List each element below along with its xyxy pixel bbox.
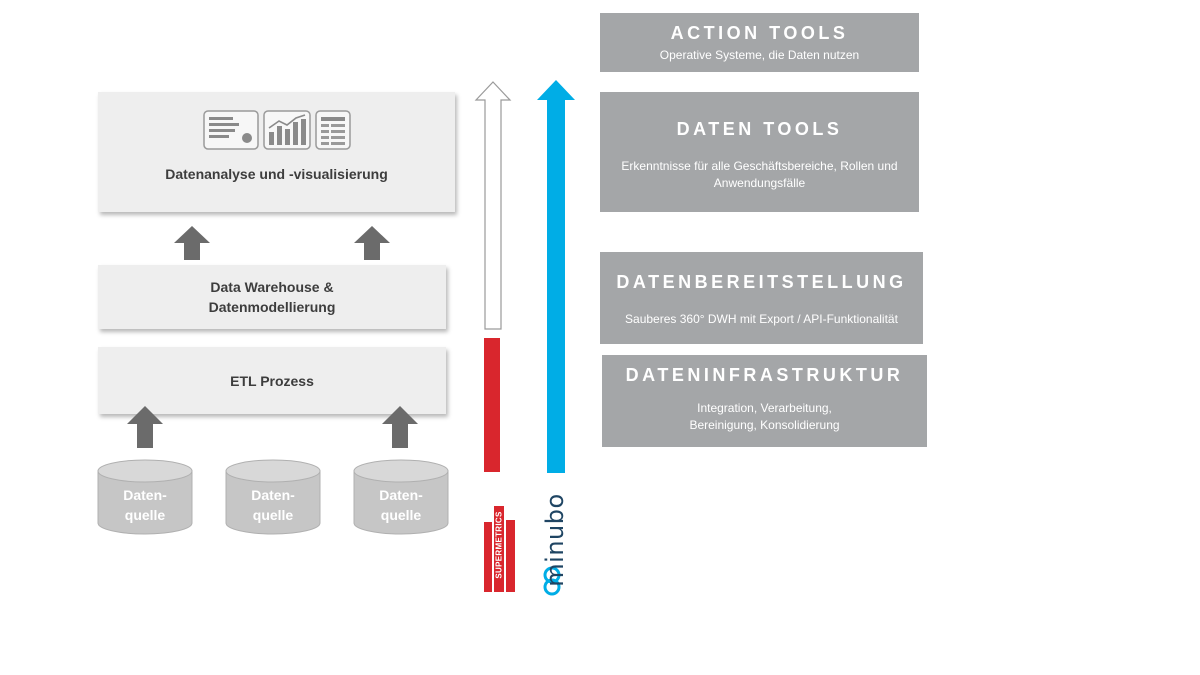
- analysis-icons: [202, 110, 351, 150]
- database-icon: [97, 459, 193, 535]
- outline-up-arrow: [474, 81, 512, 330]
- data-source-cylinder: Daten- quelle: [97, 459, 193, 535]
- data-warehouse-box: Data Warehouse & Datenmodellierung: [98, 265, 446, 329]
- up-arrow-icon: [354, 226, 390, 260]
- datenbereitstellung-subtitle: Sauberes 360° DWH mit Export / API-Funkt…: [625, 312, 898, 326]
- up-arrow-icon: [382, 406, 418, 448]
- data-source-cylinder: Daten- quelle: [225, 459, 321, 535]
- action-tools-title: ACTION TOOLS: [670, 23, 849, 43]
- bar-chart-icon: [262, 110, 311, 150]
- up-arrow-icon: [174, 226, 210, 260]
- supermetrics-logo-icon: [484, 506, 515, 592]
- etl-title: ETL Prozess: [230, 372, 314, 389]
- daten-tools-box: DATEN TOOLS Erkenntnisse für alle Geschä…: [600, 92, 919, 212]
- dwh-title-line1: Data Warehouse &: [210, 279, 334, 295]
- minubo-logo-icon: [543, 566, 561, 596]
- analysis-title: Datenanalyse und -visualisierung: [165, 166, 388, 182]
- action-tools-box: ACTION TOOLS Operative Systeme, die Date…: [600, 13, 919, 72]
- table-icon: [314, 110, 351, 150]
- daten-tools-title: DATEN TOOLS: [676, 119, 843, 139]
- etl-process-box: ETL Prozess: [98, 347, 446, 414]
- minubo-logo-text: minubo: [541, 493, 569, 587]
- action-tools-subtitle: Operative Systeme, die Daten nutzen: [659, 48, 860, 62]
- dateninfrastruktur-title: DATENINFRASTRUKTUR: [625, 365, 904, 385]
- datenbereitstellung-box: DATENBEREITSTELLUNG Sauberes 360° DWH mi…: [600, 252, 923, 344]
- dateninfrastruktur-box: DATENINFRASTRUKTUR Integration, Verarbei…: [602, 355, 927, 447]
- up-arrow-icon: [127, 406, 163, 448]
- daten-tools-subtitle: Erkenntnisse für alle Geschäftsbereiche,…: [621, 159, 898, 190]
- report-icon: [202, 110, 259, 150]
- data-source-label: Daten- quelle: [251, 487, 295, 523]
- minubo-up-arrow: [537, 80, 575, 473]
- data-source-cylinder: Daten- quelle: [353, 459, 449, 535]
- dateninfrastruktur-subtitle: Integration, Verarbeitung, Bereinigung, …: [602, 400, 927, 434]
- database-icon: [225, 459, 321, 535]
- analysis-visualization-box: Datenanalyse und -visualisierung: [98, 92, 455, 212]
- supermetrics-bar: [484, 338, 500, 472]
- data-source-label: Daten- quelle: [379, 487, 423, 523]
- dateninfrastruktur-subtitle-line2: Bereinigung, Konsolidierung: [689, 418, 840, 432]
- database-icon: [353, 459, 449, 535]
- dateninfrastruktur-subtitle-line1: Integration, Verarbeitung,: [697, 401, 832, 415]
- datenbereitstellung-title: DATENBEREITSTELLUNG: [616, 272, 907, 292]
- supermetrics-logo-text: SUPERMETRICS: [494, 511, 504, 579]
- data-source-label: Daten- quelle: [123, 487, 167, 523]
- dwh-title-line2: Datenmodellierung: [208, 299, 336, 315]
